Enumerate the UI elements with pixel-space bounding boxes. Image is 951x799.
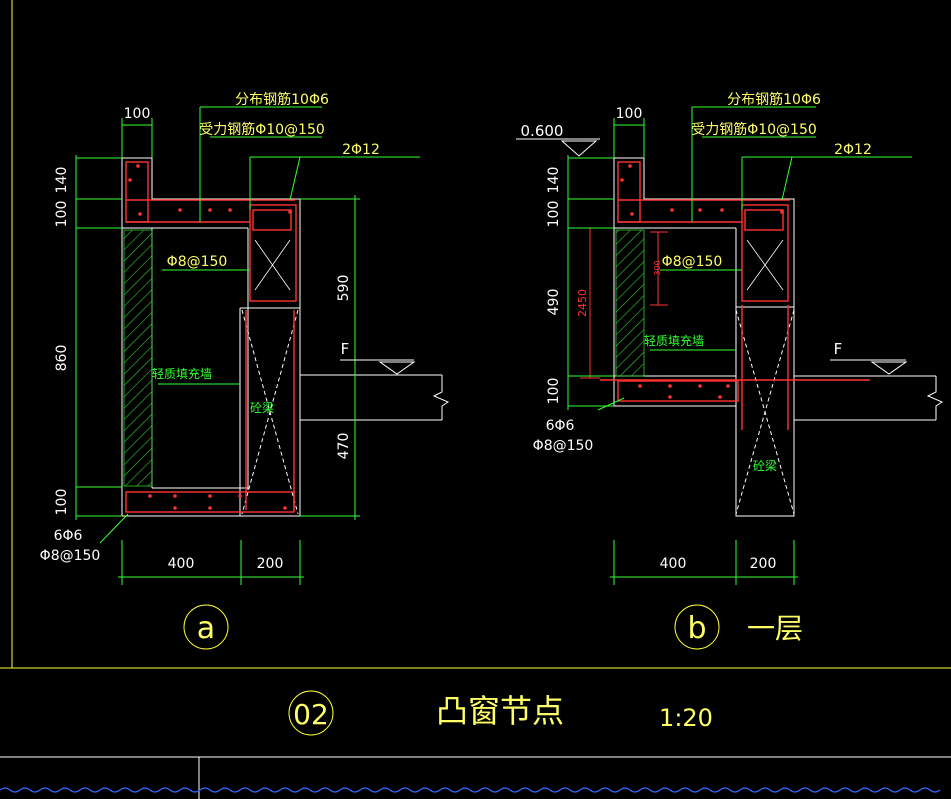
detail-b-dim-100-top: 100 xyxy=(546,201,562,228)
detail-a-label-bottom-bars: 6Φ6 xyxy=(54,528,83,544)
title-number: 02 xyxy=(293,698,329,731)
water-line xyxy=(0,787,941,793)
detail-b: 0.600 分布钢筋10Φ6 受力钢筋Φ10@150 2Φ12 Φ8@150 轻… xyxy=(516,91,944,650)
detail-b-rebar xyxy=(600,161,870,430)
detail-b-dim-200: 200 xyxy=(750,556,777,572)
detail-a-dim-140: 140 xyxy=(54,167,70,194)
detail-a-rebar-dots xyxy=(128,164,292,510)
detail-b-callout-stirrup: Φ8@150 xyxy=(662,254,723,270)
title-bar: 02 凸窗节点 1:20 xyxy=(288,690,713,736)
detail-b-dim-top-width: 100 xyxy=(616,106,643,122)
detail-a-circle-label: a xyxy=(197,611,215,646)
detail-b-elevation: 0.600 xyxy=(521,122,564,140)
detail-b-label-bottom-bars: 6Φ6 xyxy=(546,418,575,434)
detail-b-rebar-dots xyxy=(620,164,784,399)
detail-a-dim-470: 470 xyxy=(336,433,352,460)
detail-a-circle xyxy=(183,604,229,650)
detail-a-callout-main: 受力钢筋Φ10@150 xyxy=(199,121,325,138)
detail-b-dim-lines xyxy=(567,118,798,585)
detail-a-concrete xyxy=(121,157,450,517)
detail-a-label-wall: 轻质填充墙 xyxy=(152,366,212,381)
detail-b-infill-wall-hatch xyxy=(615,229,645,377)
detail-a-dim-400: 400 xyxy=(168,556,195,572)
detail-a-rebar xyxy=(125,161,297,513)
detail-b-label-beam: 砼梁 xyxy=(753,458,777,473)
detail-a-callout-stirrup: Φ8@150 xyxy=(167,254,228,270)
detail-a-label-bottom-stirrup: Φ8@150 xyxy=(40,548,101,564)
detail-a: 分布钢筋10Φ6 受力钢筋Φ10@150 2Φ12 Φ8@150 轻质填充墙 砼… xyxy=(40,91,450,650)
detail-a-dim-860: 860 xyxy=(54,345,70,372)
detail-a-callout-distribution: 分布钢筋10Φ6 xyxy=(235,91,329,108)
title-scale: 1:20 xyxy=(659,704,713,732)
detail-a-dim-lines xyxy=(75,118,360,585)
detail-a-leaders xyxy=(99,106,420,544)
detail-b-dim-300: 300 xyxy=(653,260,662,275)
detail-b-label-wall: 轻质填充墙 xyxy=(644,333,704,348)
detail-a-label-beam: 砼梁 xyxy=(250,400,274,415)
detail-b-callout-main: 受力钢筋Φ10@150 xyxy=(691,121,817,138)
detail-b-dim-2450: 2450 xyxy=(576,289,589,317)
detail-a-dim-top-width: 100 xyxy=(124,106,151,122)
detail-b-callout-top-bars: 2Φ12 xyxy=(834,142,872,158)
detail-a-callout-top-bars: 2Φ12 xyxy=(342,142,380,158)
detail-b-dim-490: 490 xyxy=(546,289,562,316)
detail-b-circle xyxy=(674,604,720,650)
detail-a-dim-100-bottom: 100 xyxy=(54,489,70,516)
detail-a-level-mark: F xyxy=(341,340,350,358)
detail-a-dim-100-top: 100 xyxy=(54,201,70,228)
title-number-circle xyxy=(288,690,334,736)
detail-b-label-bottom-stirrup: Φ8@150 xyxy=(533,438,594,454)
detail-b-callout-distribution: 分布钢筋10Φ6 xyxy=(727,91,821,108)
detail-b-circle-label: b xyxy=(687,611,706,646)
detail-b-dim-400: 400 xyxy=(660,556,687,572)
detail-b-dim-140: 140 xyxy=(546,167,562,194)
detail-a-infill-wall-hatch xyxy=(123,229,153,487)
detail-b-leaders xyxy=(597,106,912,411)
detail-b-level-mark: F xyxy=(834,340,843,358)
title-text: 凸窗节点 xyxy=(436,692,564,730)
detail-b-dim-100-bottom: 100 xyxy=(546,378,562,405)
detail-a-dim-200: 200 xyxy=(257,556,284,572)
detail-b-floor-label: 一层 xyxy=(747,612,803,645)
detail-a-dim-590: 590 xyxy=(336,275,352,302)
detail-b-concrete xyxy=(613,157,944,517)
